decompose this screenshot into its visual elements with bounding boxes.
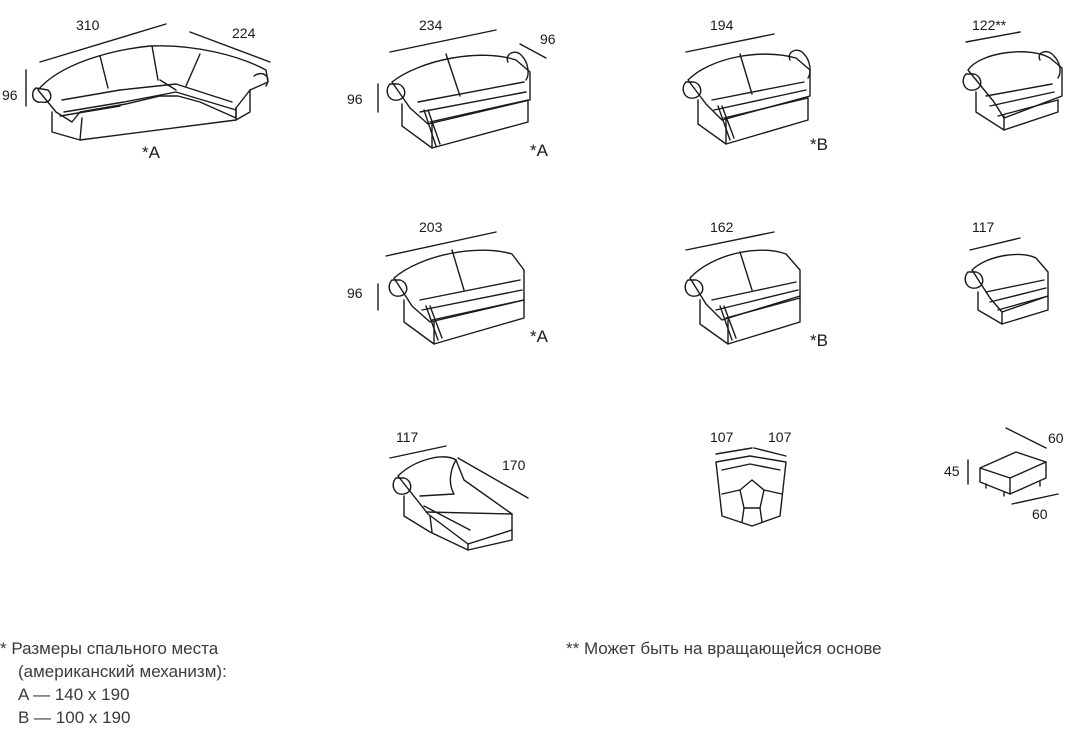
corner-sofa-width: 310 bbox=[76, 17, 100, 33]
ottoman-drawing bbox=[967, 427, 1059, 505]
bed-size-footnote: * Размеры спального места (американский … bbox=[0, 637, 227, 729]
bed-size-mechanism: (американский механизм): bbox=[18, 662, 227, 681]
sofa-one-arm-height: 96 bbox=[347, 285, 363, 301]
sofa-large-depth: 96 bbox=[540, 31, 556, 47]
sofa-large-note: *A bbox=[530, 141, 549, 160]
loveseat-one-arm-note: *B bbox=[810, 331, 828, 350]
corner-unit-right: 107 bbox=[768, 429, 792, 445]
bed-size-a: A — 140 x 190 bbox=[18, 685, 130, 704]
corner-unit-left: 107 bbox=[710, 429, 734, 445]
sofa-large-width: 234 bbox=[419, 17, 443, 33]
sofa-large-height: 96 bbox=[347, 91, 363, 107]
chaise-drawing bbox=[389, 445, 529, 551]
corner-sofa-drawing bbox=[25, 23, 271, 141]
loveseat-one-arm-drawing bbox=[684, 231, 801, 345]
loveseat-one-arm-width: 162 bbox=[710, 219, 734, 235]
corner-sofa-note: *A bbox=[142, 143, 161, 162]
corner-sofa-height: 96 bbox=[2, 87, 18, 103]
armchair-drawing bbox=[962, 31, 1063, 131]
armchair-one-arm-width: 117 bbox=[972, 219, 995, 235]
sofa-one-arm-note: *A bbox=[530, 327, 549, 346]
sofa-large-drawing bbox=[377, 29, 547, 149]
ottoman-depth: 60 bbox=[1048, 430, 1064, 446]
sofa-one-arm-width: 203 bbox=[419, 219, 443, 235]
sofa-one-arm-drawing bbox=[377, 231, 525, 345]
armchair-one-arm-drawing bbox=[964, 237, 1049, 325]
sofa-medium-width: 194 bbox=[710, 17, 734, 33]
armchair-width: 122** bbox=[972, 17, 1007, 33]
ottoman-width: 60 bbox=[1032, 506, 1048, 522]
bed-size-b: B — 100 x 190 bbox=[18, 708, 131, 727]
sofa-medium-note: *B bbox=[810, 135, 828, 154]
bed-size-title: * Размеры спального места bbox=[0, 639, 219, 658]
corner-sofa-depth: 224 bbox=[232, 25, 256, 41]
chaise-length: 170 bbox=[502, 457, 526, 473]
swivel-footnote: ** Может быть на вращающейся основе bbox=[566, 637, 882, 660]
ottoman-height: 45 bbox=[944, 463, 960, 479]
chaise-width: 117 bbox=[396, 429, 419, 445]
corner-unit-drawing bbox=[715, 447, 787, 527]
sofa-medium-drawing bbox=[682, 33, 811, 145]
swivel-text: ** Может быть на вращающейся основе bbox=[566, 639, 882, 658]
